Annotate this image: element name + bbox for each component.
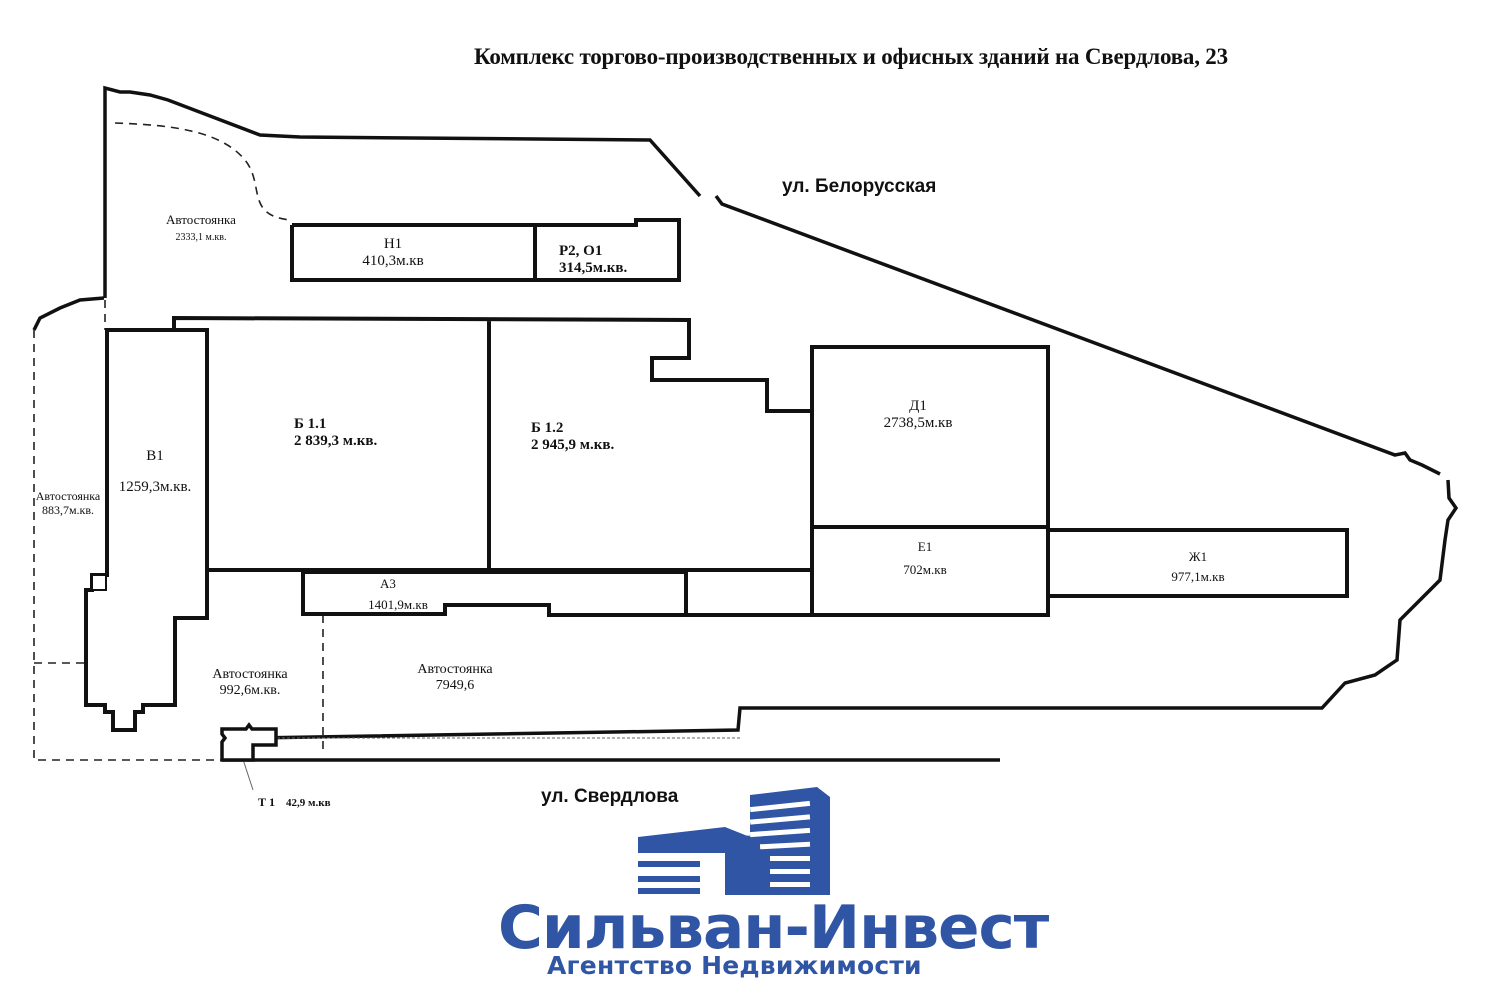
unit-zh1[interactable]: Ж1 977,1м.кв [1171,549,1225,585]
parking-area: 2333,1 м.кв. [175,231,227,243]
unit-d1[interactable]: Д1 2738,5м.кв [884,398,953,433]
site-boundary [32,85,1459,762]
logo-building-icon [630,787,830,900]
unit-b1-2[interactable]: Б 1.2 2 945,9 м.кв. [531,420,614,455]
building-b1 [172,315,814,572]
building-v1 [84,328,209,732]
unit-h1[interactable]: Н1 410,3м.кв [362,236,423,271]
unit-a3[interactable]: А3 1401,9м.кв [368,576,428,613]
building-h1-p2 [290,218,681,282]
unit-label: В1 [146,448,164,464]
building-zh1 [1046,528,1349,598]
parking-label: Автостоянка [35,489,101,503]
unit-area: 2738,5м.кв [883,415,953,432]
unit-label: Д1 [909,398,927,414]
unit-label: Р2, О1 [559,243,603,259]
logo-brand-name: Сильван-Инвест [498,893,1049,963]
unit-label: Б 1.1 [294,416,327,432]
unit-v1[interactable]: В1 1259,3м.кв. [119,448,192,497]
parking-area: 992,6м.кв. [219,683,281,699]
parking-north: Автостоянка 2333,1 м.кв. [166,212,236,243]
unit-area: 977,1м.кв [1171,568,1225,584]
unit-area: 410,3м.кв [362,253,424,270]
parking-label: Автостоянка [166,212,236,227]
unit-area: 1259,3м.кв. [118,479,192,496]
unit-t1[interactable]: Т 1 42,9 м.кв [258,795,331,810]
building-a3 [301,570,688,617]
parking-label: Автостоянка [417,662,493,677]
unit-area: 314,5м.кв. [559,260,628,277]
unit-label: Н1 [383,236,403,252]
unit-b1-1[interactable]: Б 1.1 2 839,3 м.кв. [294,416,377,451]
parking-south: Автостоянка 7949,6 [417,662,492,694]
buildings [84,218,1349,762]
parking-west: Автостоянка 883,7м.кв. [35,489,101,518]
unit-label: Б 1.2 [531,420,564,436]
unit-area: 1401,9м.кв [368,596,428,612]
unit-area: 2 839,3 м.кв. [294,433,378,450]
parking-area: 883,7м.кв. [41,502,95,517]
unit-label: А3 [380,576,396,591]
street-label-south: ул. Свердлова [541,786,679,807]
unit-p2-o1[interactable]: Р2, О1 314,5м.кв. [559,243,627,278]
unit-label: Т 1 [258,795,276,809]
unit-area: 702м.кв [903,561,947,577]
unit-label: Ж1 [1188,549,1208,564]
street-label-north: ул. Белорусская [782,176,937,197]
unit-area: 2 945,9 м.кв. [531,437,615,454]
logo-tagline: Агентство Недвижимости [547,951,922,980]
unit-label: Е1 [917,539,933,554]
unit-area: 42,9 м.кв [286,797,331,809]
parking-southwest: Автостоянка 992,6м.кв. [212,667,287,699]
building-t1 [220,722,278,762]
page-title: Комплекс торгово-производственных и офис… [474,44,1228,69]
parking-label: Автостоянка [212,667,288,682]
building-d1 [810,345,1050,529]
parking-area: 7949,6 [435,678,475,694]
unit-e1[interactable]: Е1 702м.кв [903,539,947,578]
